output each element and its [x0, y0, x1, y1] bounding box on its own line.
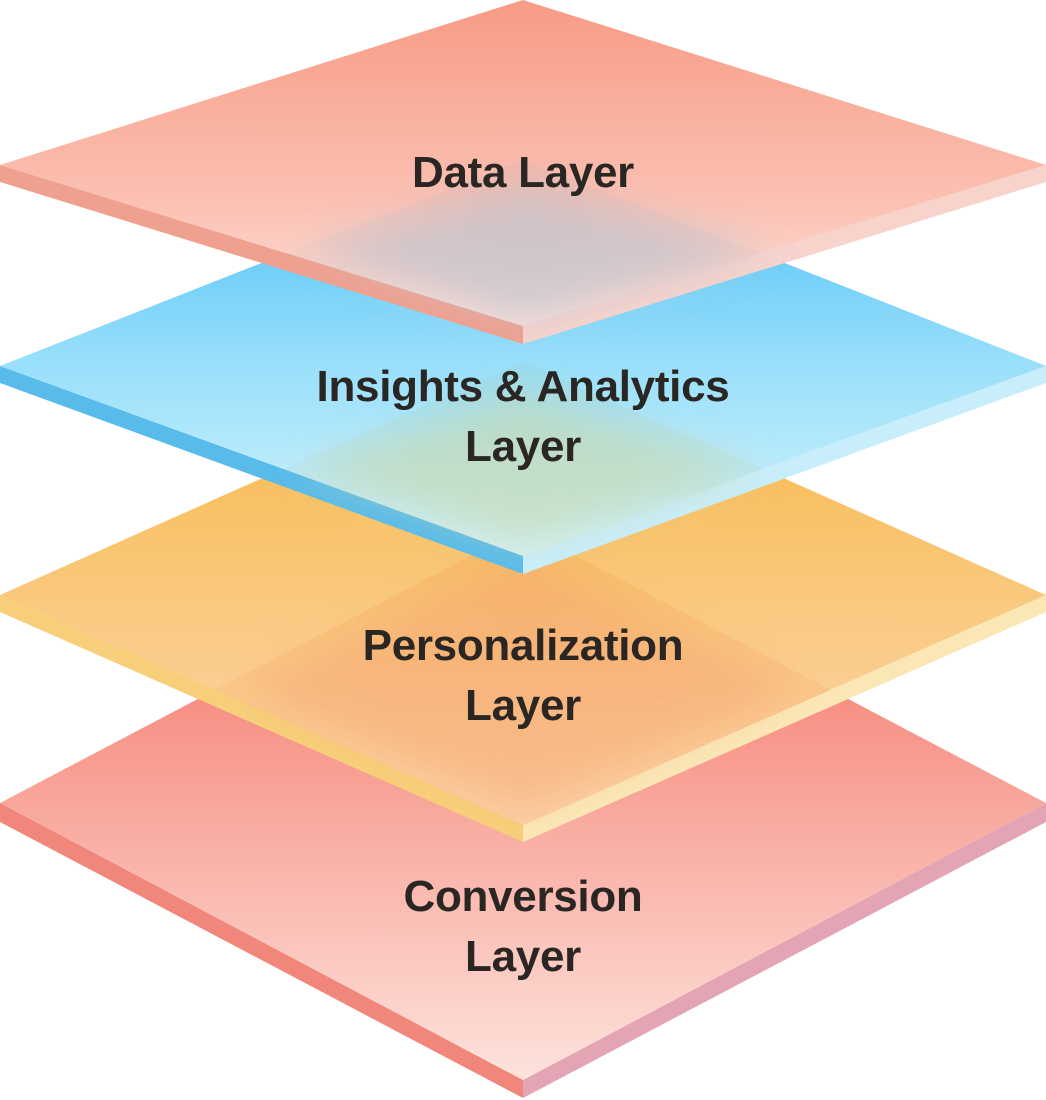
- data-layer-plate: [0, 0, 1046, 344]
- data-overlap-shadow: [310, 185, 770, 320]
- conversion-layer-label: Conversion Layer: [0, 867, 1046, 987]
- data-layer-edge-right: [523, 165, 1046, 344]
- personalization-layer-plate: [0, 362, 1046, 842]
- insights-layer-edge-right: [523, 366, 1046, 574]
- conversion-layer-label-line-2: Layer: [465, 932, 581, 981]
- insights-overlap-shadow: [300, 395, 760, 545]
- data-layer-label-line-1: Data Layer: [411, 148, 634, 197]
- insights-layer-label: Insights & Analytics Layer: [0, 357, 1046, 477]
- personalization-layer-label-line-1: Personalization: [362, 621, 684, 670]
- personalization-layer-label-line-2: Layer: [465, 681, 581, 730]
- personalization-overlap-shadow: [246, 560, 800, 810]
- insights-layer-edge-left: [0, 366, 523, 574]
- personalization-layer-edge-left: [0, 595, 523, 842]
- conversion-layer-label-line-1: Conversion: [403, 872, 643, 921]
- conversion-layer-edge-left: [0, 803, 523, 1098]
- personalization-layer-edge-right: [523, 595, 1046, 842]
- data-layer-label: Data Layer: [0, 143, 1046, 203]
- insights-layer-face: [0, 160, 1046, 556]
- insights-layer-label-line-2: Layer: [465, 422, 581, 471]
- data-layer-face: [0, 0, 1046, 326]
- insights-layer-label-line-1: Insights & Analytics: [316, 362, 730, 411]
- insights-layer-plate: [0, 160, 1046, 574]
- data-layer-edge-left: [0, 165, 523, 344]
- conversion-layer-edge-right: [523, 803, 1046, 1098]
- personalization-layer-label: Personalization Layer: [0, 616, 1046, 736]
